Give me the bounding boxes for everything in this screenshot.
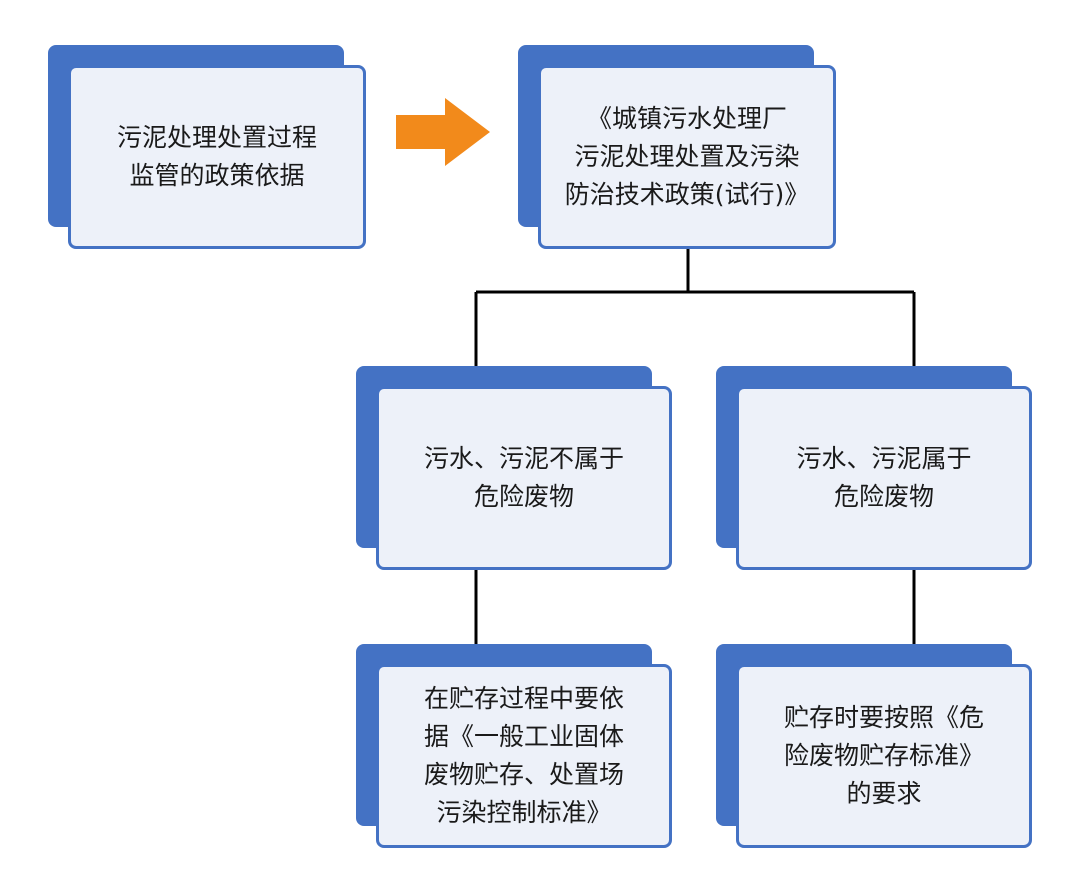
node-general-storage-text: 在贮存过程中要依 据《一般工业固体 废物贮存、处置场 污染控制标准》: [423, 684, 624, 827]
node-hazardous-storage-text: 贮存时要按照《危 险废物贮存标准》 的要求: [783, 703, 984, 808]
node-hazardous: 污水、污泥属于 危险废物: [716, 366, 1032, 570]
node-basis: 污泥处理处置过程 监管的政策依据: [48, 45, 366, 249]
node-not-hazardous: 污水、污泥不属于 危险废物: [356, 366, 672, 570]
right-arrow-icon: [396, 98, 490, 166]
node-hazardous-storage: 贮存时要按照《危 险废物贮存标准》 的要求: [716, 644, 1032, 848]
node-hazardous-text: 污水、污泥属于 危险废物: [796, 444, 972, 511]
node-policy: 《城镇污水处理厂 污泥处理处置及污染 防治技术政策(试行)》: [518, 45, 836, 249]
node-general-storage: 在贮存过程中要依 据《一般工业固体 废物贮存、处置场 污染控制标准》: [356, 644, 672, 848]
node-policy-text: 《城镇污水处理厂 污泥处理处置及污染 防治技术政策(试行)》: [564, 104, 810, 209]
node-not-hazardous-text: 污水、污泥不属于 危险废物: [423, 444, 624, 511]
node-basis-text: 污泥处理处置过程 监管的政策依据: [116, 123, 317, 190]
